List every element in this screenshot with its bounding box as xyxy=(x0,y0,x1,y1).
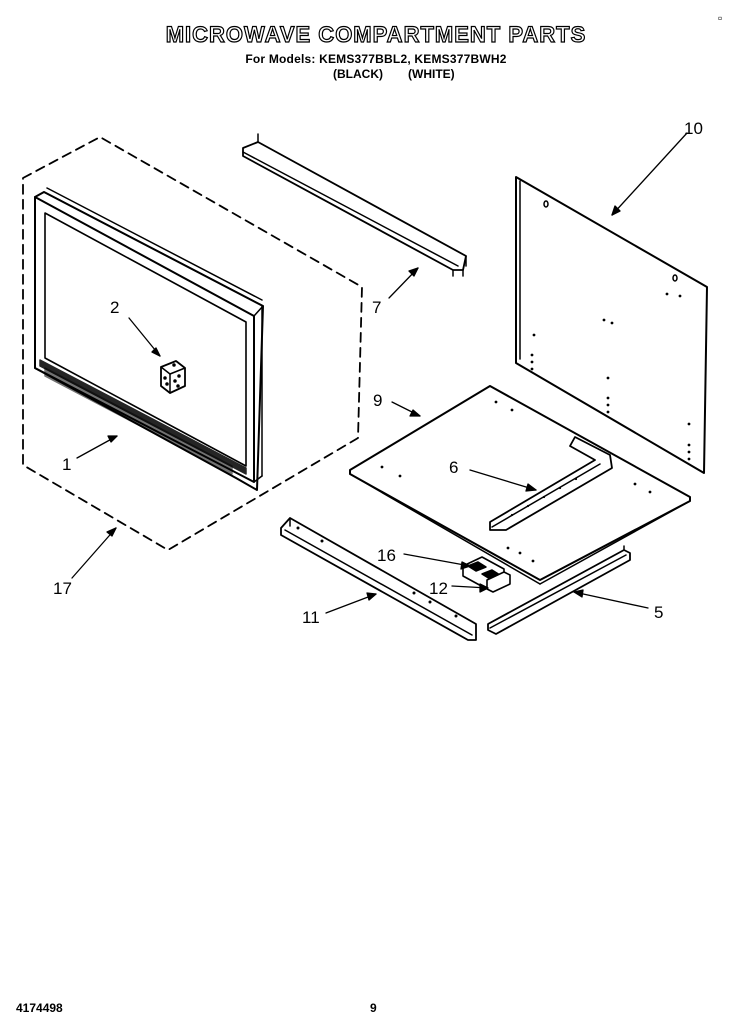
callout-10: 10 xyxy=(684,119,703,138)
part-1-trim-frame xyxy=(34,187,264,491)
part-9-floor-panel xyxy=(349,385,691,585)
callout-11: 11 xyxy=(302,608,320,627)
callout-12: 12 xyxy=(429,579,448,598)
part-2-foam-block xyxy=(160,360,186,394)
page-title: MICROWAVE COMPARTMENT PARTS xyxy=(165,21,587,47)
callout-5: 5 xyxy=(654,603,663,622)
part-5-side-rail xyxy=(487,545,631,635)
part-number: 4174498 xyxy=(16,1001,63,1015)
part-6-duct xyxy=(489,436,613,531)
callout-7: 7 xyxy=(372,298,381,317)
callout-17: 17 xyxy=(53,579,72,598)
callout-2: 2 xyxy=(110,298,119,317)
callout-6: 6 xyxy=(449,458,458,477)
part-10-back-panel xyxy=(515,176,708,474)
leader-lines xyxy=(71,132,688,614)
variant-white-label: (WHITE) xyxy=(408,67,455,81)
part-17-dashed-outline xyxy=(22,136,363,551)
part-7-top-channel xyxy=(242,133,467,277)
callout-9: 9 xyxy=(373,391,382,410)
part-11-side-rail xyxy=(280,517,477,641)
callout-16: 16 xyxy=(377,546,396,565)
callout-1: 1 xyxy=(62,455,71,474)
corner-mark: ▫ xyxy=(718,11,723,25)
variant-black-label: (BLACK) xyxy=(333,67,383,81)
models-line: For Models: KEMS377BBL2, KEMS377BWH2 xyxy=(245,52,507,66)
page-number: 9 xyxy=(370,1001,377,1015)
